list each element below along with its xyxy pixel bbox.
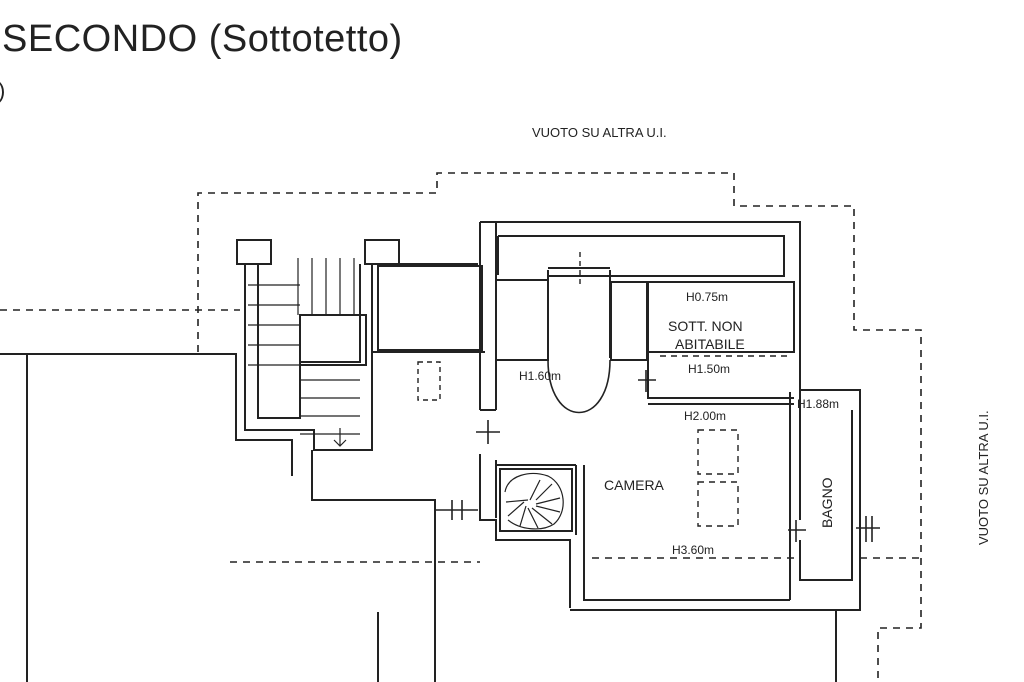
- plan-subtitle-fragment: ): [0, 78, 5, 104]
- label-sott-line1: SOTT. NON: [668, 318, 743, 334]
- label-h360: H3.60m: [672, 543, 714, 557]
- label-sott-line2: ABITABILE: [675, 336, 745, 352]
- label-vuoto-right: VUOTO SU ALTRA U.I.: [976, 410, 991, 545]
- label-camera: CAMERA: [604, 477, 665, 493]
- lower-walls: [0, 353, 837, 682]
- dashed-elements: [660, 355, 790, 527]
- label-h150: H1.50m: [688, 362, 730, 376]
- spiral-staircase: [504, 472, 564, 530]
- label-h160: H1.60m: [519, 369, 561, 383]
- label-h188: H1.88m: [797, 397, 839, 411]
- label-h075: H0.75m: [686, 290, 728, 304]
- label-bagno: BAGNO: [819, 477, 835, 528]
- label-h200: H2.00m: [684, 409, 726, 423]
- main-walls: [479, 221, 861, 611]
- label-vuoto-top: VUOTO SU ALTRA U.I.: [532, 125, 667, 140]
- door-marks: [436, 370, 880, 542]
- plan-title: SECONDO (Sottotetto): [2, 18, 403, 60]
- staircase-block: [236, 239, 485, 451]
- void-boundary: [0, 172, 922, 682]
